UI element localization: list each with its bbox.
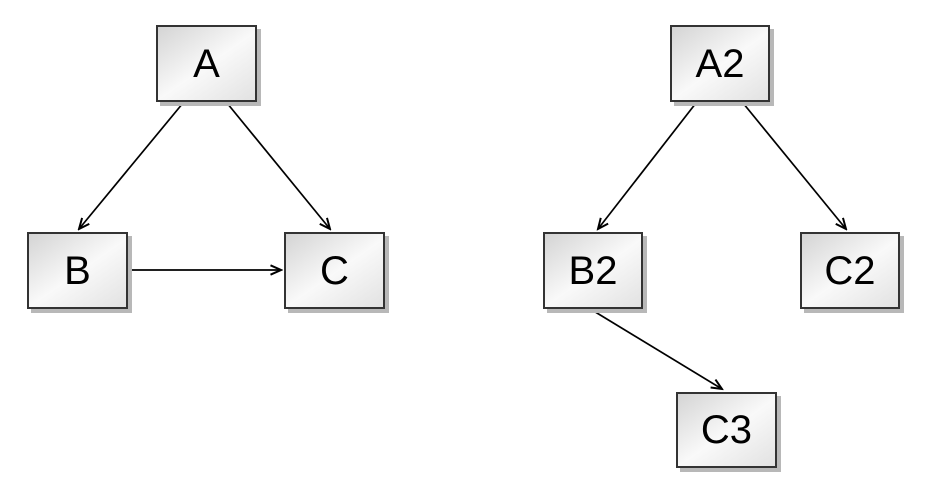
- node-label: A2: [695, 41, 745, 86]
- node-label: A: [193, 41, 220, 86]
- edge-B2-C3: [591, 309, 722, 389]
- edge-A2-B2: [598, 102, 697, 229]
- edge-group: [79, 102, 846, 389]
- node-C2[interactable]: C2: [800, 232, 900, 309]
- edge-A-C: [226, 102, 330, 229]
- node-C3[interactable]: C3: [676, 392, 777, 468]
- node-A2[interactable]: A2: [670, 25, 770, 102]
- node-label: C3: [700, 408, 753, 452]
- node-label: C2: [824, 248, 876, 293]
- node-label: C: [320, 248, 349, 293]
- edge-A2-C2: [742, 102, 846, 229]
- node-label: B2: [568, 248, 618, 293]
- node-C[interactable]: C: [284, 232, 385, 309]
- node-label: B: [64, 248, 91, 293]
- edge-A-B: [79, 102, 184, 229]
- node-B2[interactable]: B2: [543, 232, 643, 309]
- node-A[interactable]: A: [156, 25, 257, 102]
- node-B[interactable]: B: [27, 232, 128, 309]
